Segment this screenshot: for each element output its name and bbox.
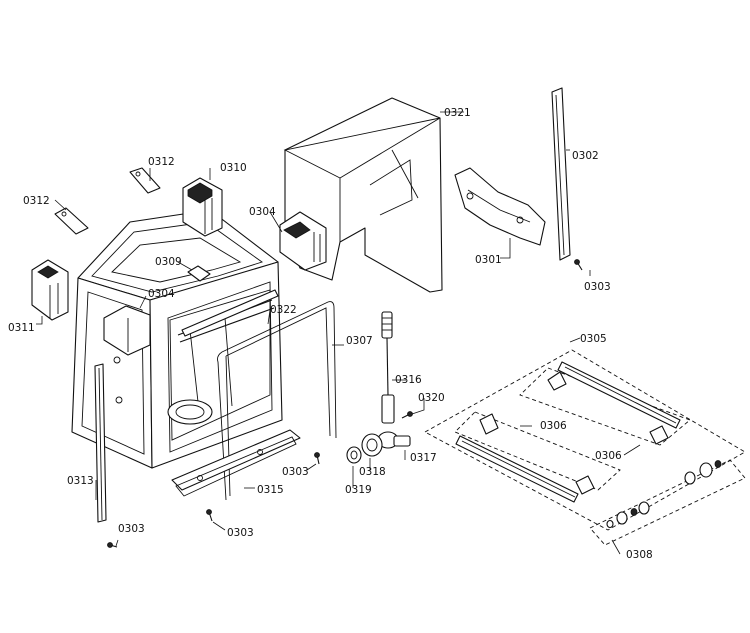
callout-0303-left: 0303: [118, 523, 145, 535]
callout-0305: 0305: [580, 333, 607, 345]
bracket-0304-upper: [279, 211, 327, 271]
bottom-strip-0315: [171, 429, 301, 497]
callout-0313: 0313: [67, 475, 94, 487]
callout-0304-lower: 0304: [148, 288, 175, 300]
screw-0303-bottom: [206, 509, 213, 522]
callout-0303-mid: 0303: [282, 466, 309, 478]
screw-0303-mid: [314, 452, 320, 465]
callout-0309: 0309: [155, 256, 182, 268]
callout-0303-right: 0303: [584, 281, 611, 293]
bracket-0304-lower: [103, 305, 151, 356]
callout-0318: 0318: [359, 466, 386, 478]
wheel-set-0308: [606, 460, 722, 529]
screw-0320: [401, 411, 413, 419]
hinge-block-0310: [182, 177, 223, 237]
leader-lines: [36, 111, 641, 555]
runner-rail-upper: [547, 361, 681, 445]
fitting-0317: [377, 431, 411, 449]
callout-0306-right: 0306: [595, 450, 622, 462]
clip-0312-top: [129, 167, 161, 194]
door-seal-0307: [217, 301, 337, 501]
washer-0319: [346, 446, 362, 464]
callout-0316: 0316: [395, 374, 422, 386]
clip-0309: [187, 265, 211, 282]
callout-0310: 0310: [220, 162, 247, 174]
screw-0303-right: [574, 259, 583, 271]
callout-0312-left: 0312: [23, 195, 50, 207]
screw-0303-left: [107, 542, 118, 548]
callout-0321: 0321: [444, 107, 471, 119]
callout-0315: 0315: [257, 484, 284, 496]
callout-0312-top: 0312: [148, 156, 175, 168]
nut-0318: [361, 433, 383, 457]
callout-0301: 0301: [475, 254, 502, 266]
bracket-0301: [454, 167, 546, 246]
callout-0311: 0311: [8, 322, 35, 334]
clip-0312-left: [54, 207, 89, 235]
hinge-block-0311: [31, 259, 69, 321]
callout-0303-bottom: 0303: [227, 527, 254, 539]
callout-0302: 0302: [572, 150, 599, 162]
side-strip-0302: [551, 87, 571, 261]
callout-0307: 0307: [346, 335, 373, 347]
callout-0306-left: 0306: [540, 420, 567, 432]
callout-0308: 0308: [626, 549, 653, 561]
runner-rail-lower: [455, 413, 595, 503]
callout-0304-upper: 0304: [249, 206, 276, 218]
hose-0316: [381, 311, 395, 424]
callout-0320: 0320: [418, 392, 445, 404]
callout-0317: 0317: [410, 452, 437, 464]
strip-0322: [181, 289, 279, 337]
callout-0322: 0322: [270, 304, 297, 316]
callout-0319: 0319: [345, 484, 372, 496]
vertical-strip-0313: [94, 363, 107, 523]
